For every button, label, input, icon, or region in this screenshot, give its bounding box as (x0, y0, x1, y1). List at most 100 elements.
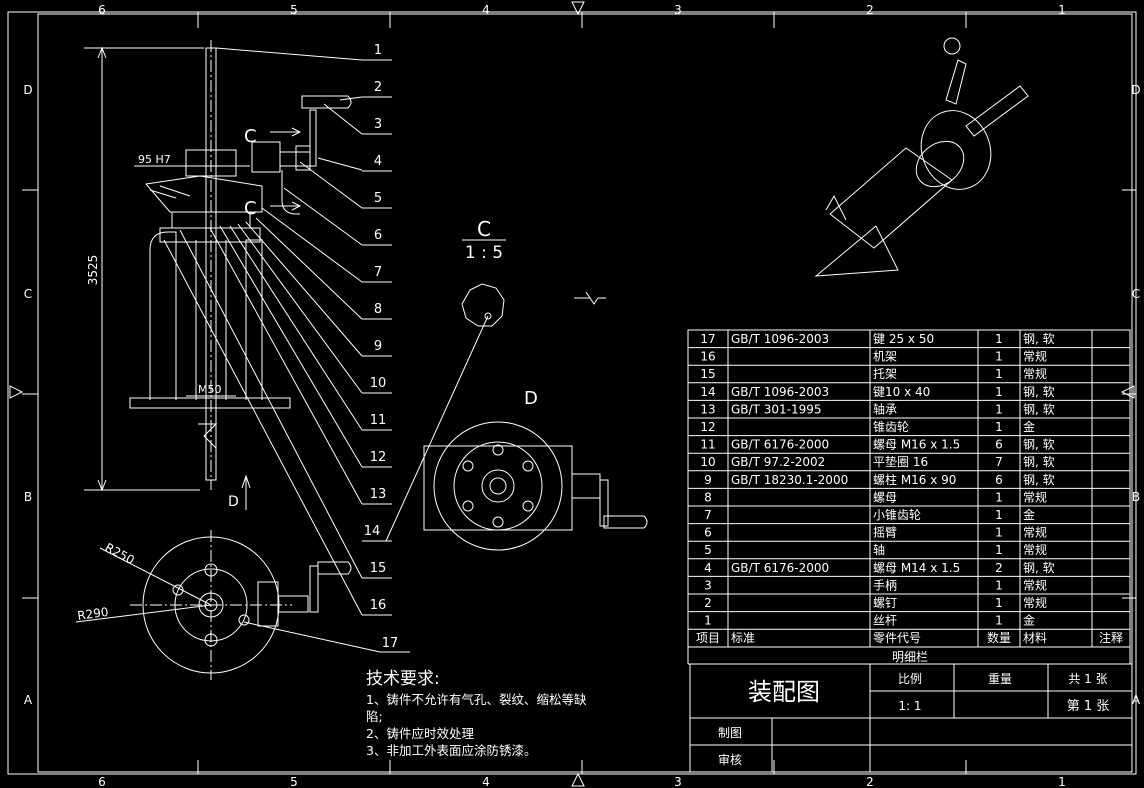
drawn-by-label: 制图 (718, 726, 742, 740)
shaft-end (277, 595, 309, 613)
bolt-hole (462, 460, 474, 472)
leader (261, 207, 363, 283)
drawing-title: 装配图 (748, 678, 820, 706)
outer-circle (433, 421, 563, 551)
bom-cell: 丝杆 (873, 614, 897, 628)
bom-cell: 13 (700, 402, 715, 416)
bom-cell: 1 (995, 543, 1003, 557)
detail-shape (461, 283, 505, 327)
bom-cell: 1 (995, 350, 1003, 364)
bom-cell: 轴承 (873, 401, 897, 416)
leader (209, 227, 363, 505)
col-label: 3 (674, 3, 682, 17)
notes-heading: 技术要求: (366, 669, 440, 689)
break-line (198, 423, 218, 449)
balloon: 3 (374, 117, 382, 132)
bom-cell: 2 (704, 596, 712, 610)
bom-cell: 8 (704, 490, 712, 504)
bom-cell: 钢, 软 (1023, 385, 1055, 399)
leader (255, 217, 363, 320)
leader (229, 225, 363, 431)
leader (385, 315, 489, 542)
center-mark (9, 385, 24, 399)
bom-cell: 15 (700, 367, 715, 381)
col-label: 6 (98, 775, 106, 788)
bom-cell: 常规 (1023, 542, 1047, 557)
bom-header-cell: 零件代号 (873, 631, 921, 645)
radius-line (75, 604, 212, 623)
bom-header-cell: 材料 (1023, 631, 1047, 645)
detail-title: C (477, 217, 491, 241)
detail-point (484, 312, 492, 320)
gear-housing (145, 175, 263, 213)
bom-cell: GB/T 1096-2003 (731, 332, 829, 346)
crank-arm (599, 479, 609, 527)
col-label: 2 (866, 3, 874, 17)
col-label: 4 (482, 775, 490, 788)
balloon: 8 (374, 302, 382, 317)
bom-cell: 钢, 软 (1023, 561, 1055, 575)
bom-cell: 7 (995, 455, 1003, 469)
bom-cell: GB/T 18230.1-2000 (731, 473, 848, 487)
bom-cell: 14 (700, 385, 715, 399)
crank-arm (309, 565, 319, 613)
bom-cell: 常规 (1023, 595, 1047, 610)
bom-cell: 螺母 (873, 490, 897, 504)
base-plate (129, 397, 291, 409)
col-label: 3 (674, 775, 682, 788)
row-label: C (24, 287, 32, 301)
bom-cell: 常规 (1023, 489, 1047, 504)
bom-cell: 3 (704, 578, 712, 592)
col-label: 4 (482, 3, 490, 17)
frame-left-leg (149, 231, 177, 400)
frame-right-leg (245, 239, 263, 400)
bom-cell: GB/T 6176-2000 (731, 561, 829, 575)
bom-header-cell: 注释 (1099, 630, 1123, 645)
balloon: 1 (374, 43, 382, 58)
outer-frame (7, 11, 1137, 775)
isometric-view (814, 37, 1029, 277)
side-boss (571, 473, 601, 499)
front-view: C C 3525 95 H7 M50 D (84, 40, 352, 510)
view-d-marker: D (228, 494, 239, 510)
balloon: 7 (374, 265, 382, 280)
leader (245, 221, 363, 357)
row-label: A (24, 693, 33, 707)
leader (219, 225, 363, 468)
bom-cell: 6 (704, 526, 712, 540)
bom-cell: 常规 (1023, 577, 1047, 592)
bom-cell: 金 (1023, 613, 1035, 628)
bom-cell: 键10 x 40 (873, 385, 930, 399)
balloon: 4 (374, 154, 382, 169)
row-label: A (1132, 693, 1141, 707)
balloon: 10 (370, 376, 387, 391)
iso-handle (943, 37, 961, 55)
bom-cell: 17 (700, 332, 715, 346)
bom-cell: 平垫圈 16 (873, 454, 928, 469)
sheet-number: 第 1 张 (1067, 699, 1110, 714)
bom-cell: 1 (995, 367, 1003, 381)
center-mark (571, 772, 585, 787)
dim-thread: M50 (198, 383, 222, 396)
iso-body (829, 147, 953, 249)
balloon: 5 (374, 191, 382, 206)
bom-cell: 钢, 软 (1023, 402, 1055, 416)
bom-cell: 1 (995, 578, 1003, 592)
bolt-hole (462, 500, 474, 512)
balloon: 9 (374, 339, 382, 354)
bom-cell: GB/T 1096-2003 (731, 385, 829, 399)
col-label: 5 (290, 775, 298, 788)
bom-cell: 螺母 M14 x 1.5 (873, 561, 960, 575)
section-arrow (270, 201, 302, 211)
bom-cell: 金 (1023, 419, 1035, 434)
handle (317, 561, 352, 575)
bom-cell: 10 (700, 455, 715, 469)
bom-cell: 轴 (873, 542, 885, 557)
technical-notes: 技术要求: 1、铸件不允许有气孔、裂纹、缩松等缺 陷; 2、铸件应时效处理 3、… (366, 669, 587, 758)
bom-cell: GB/T 6176-2000 (731, 438, 829, 452)
bom-cell: 12 (700, 420, 715, 434)
bom-cell: 螺母 M16 x 1.5 (873, 438, 960, 452)
center-mark (1120, 385, 1135, 399)
note-line: 陷; (366, 709, 383, 724)
